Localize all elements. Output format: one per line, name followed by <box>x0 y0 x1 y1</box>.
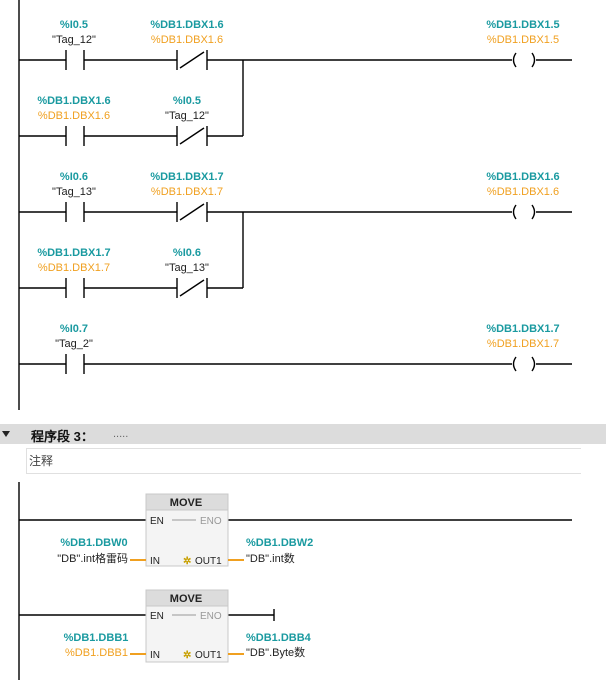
move-block-2[interactable]: MOVE EN ENO IN ✲ OUT1 %DB1.DBB1 %DB1.DBB… <box>19 589 312 663</box>
en-pin-label: EN <box>150 516 164 527</box>
eno-pin-label: ENO <box>200 516 222 527</box>
contact-2-tag: %DB1.DBX1.6 <box>151 34 223 46</box>
move-2-out-address: %DB1.DBB4 <box>246 632 312 644</box>
move-1-out-address: %DB1.DBW2 <box>246 537 313 549</box>
contact-no-i0-6[interactable] <box>65 202 85 222</box>
asterisk-icon: ✲ <box>183 650 191 661</box>
rung-1: %I0.5 "Tag_12" %DB1.DBX1.6 %DB1.DBX1.6 %… <box>19 19 572 146</box>
move-1-in-address: %DB1.DBW0 <box>60 537 127 549</box>
move-1-in-tag: "DB".int格雷码 <box>57 551 128 565</box>
eno-pin-label: ENO <box>200 611 222 622</box>
collapse-arrow-icon[interactable] <box>2 431 10 437</box>
out-pin-label: OUT1 <box>195 556 222 567</box>
contact-1-address: %I0.6 <box>60 171 88 183</box>
contact-nc-dbx1-7[interactable] <box>176 202 208 222</box>
contact-nc-i0-6[interactable] <box>176 278 208 298</box>
branch-contact-2-tag: "Tag_12" <box>165 110 209 122</box>
contact-1-tag: "Tag_2" <box>55 338 93 350</box>
contact-2-address: %DB1.DBX1.6 <box>150 19 223 31</box>
en-pin-label: EN <box>150 611 164 622</box>
coil-dbx1-5[interactable] <box>512 52 536 68</box>
branch-contact-2-address: %I0.5 <box>173 95 201 107</box>
move-2-in-tag: %DB1.DBB1 <box>65 647 128 659</box>
asterisk-icon: ✲ <box>183 556 191 567</box>
in-pin-label: IN <box>150 556 160 567</box>
move-1-out-tag: "DB".int数 <box>246 552 295 565</box>
contact-2-tag: %DB1.DBX1.7 <box>151 186 223 198</box>
network-3-name-placeholder[interactable]: ..... <box>113 428 129 440</box>
move-2-out-tag: "DB".Byte数 <box>246 646 305 659</box>
network-3-comment-label: 注释 <box>29 454 54 468</box>
branch-contact-1-tag: %DB1.DBX1.6 <box>38 110 110 122</box>
rung-2: %I0.6 "Tag_13" %DB1.DBX1.7 %DB1.DBX1.7 %… <box>19 171 572 298</box>
coil-address: %DB1.DBX1.5 <box>486 19 559 31</box>
network-3-ladder: MOVE EN ENO IN ✲ OUT1 %DB1.DBW0 "DB".int… <box>18 482 572 680</box>
contact-1-address: %I0.5 <box>60 19 88 31</box>
network-3-title: 程序段 3： <box>31 429 94 444</box>
contact-no-dbx1-7[interactable] <box>65 278 85 298</box>
move-block-title: MOVE <box>170 497 202 509</box>
move-2-in-address: %DB1.DBB1 <box>64 632 129 644</box>
coil-tag: %DB1.DBX1.7 <box>487 338 559 350</box>
network-3-header[interactable] <box>0 424 606 444</box>
coil-tag: %DB1.DBX1.5 <box>487 34 559 46</box>
branch-contact-2-address: %I0.6 <box>173 247 201 259</box>
network-2-ladder: %I0.5 "Tag_12" %DB1.DBX1.6 %DB1.DBX1.6 %… <box>18 0 572 410</box>
coil-tag: %DB1.DBX1.6 <box>487 186 559 198</box>
contact-nc-dbx1-6[interactable] <box>176 50 208 70</box>
contact-no-i0-7[interactable] <box>65 354 85 374</box>
contact-1-address: %I0.7 <box>60 323 88 335</box>
contact-1-tag: "Tag_12" <box>52 34 96 46</box>
contact-nc-i0-5[interactable] <box>176 126 208 146</box>
in-pin-label: IN <box>150 650 160 661</box>
coil-dbx1-6[interactable] <box>512 204 536 220</box>
coil-address: %DB1.DBX1.7 <box>486 323 559 335</box>
coil-dbx1-7[interactable] <box>512 356 536 372</box>
rung-3: %I0.7 "Tag_2" %DB1.DBX1.7 %DB1.DBX1.7 <box>19 323 572 374</box>
branch-contact-1-address: %DB1.DBX1.6 <box>37 95 110 107</box>
contact-no-dbx1-6[interactable] <box>65 126 85 146</box>
coil-address: %DB1.DBX1.6 <box>486 171 559 183</box>
contact-no-i0-5[interactable] <box>65 50 85 70</box>
move-block-1[interactable]: MOVE EN ENO IN ✲ OUT1 %DB1.DBW0 "DB".int… <box>19 493 572 567</box>
network-3-comment-field[interactable] <box>26 448 581 474</box>
move-block-title: MOVE <box>170 593 202 605</box>
branch-contact-1-address: %DB1.DBX1.7 <box>37 247 110 259</box>
contact-2-address: %DB1.DBX1.7 <box>150 171 223 183</box>
branch-contact-2-tag: "Tag_13" <box>165 262 209 274</box>
contact-1-tag: "Tag_13" <box>52 186 96 198</box>
branch-contact-1-tag: %DB1.DBX1.7 <box>38 262 110 274</box>
out-pin-label: OUT1 <box>195 650 222 661</box>
